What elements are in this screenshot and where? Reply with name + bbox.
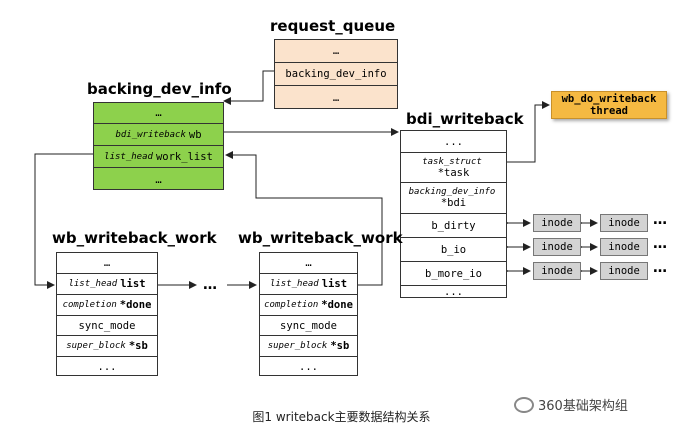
- work1-struct: … list_head list completion *done sync_m…: [56, 252, 158, 376]
- work1-row-bottom: ...: [97, 361, 117, 373]
- watermark-text: 360基础架构组: [538, 399, 628, 414]
- request-queue-struct: … backing_dev_info …: [274, 39, 398, 109]
- work2-to-work-list-arrow: [225, 151, 383, 286]
- bdi-row-wb: bdi_writeback wb: [94, 124, 223, 146]
- backing-dev-info-struct: … bdi_writeback wb list_head work_list …: [93, 102, 224, 190]
- bw-row-b-more-io: b_more_io: [401, 262, 506, 286]
- work1-row-sb: super_block *sb: [57, 336, 157, 357]
- work2-row-sync-mode: sync_mode: [260, 316, 357, 336]
- bdi-work-list-type: list_head: [104, 151, 153, 162]
- bdi-writeback-struct: ... task_struct *task backing_dev_info *…: [400, 130, 507, 298]
- bw-task-name: *task: [437, 166, 470, 179]
- backing-dev-info-title: backing_dev_info: [87, 80, 232, 98]
- bdi-work-list-name: work_list: [155, 150, 213, 163]
- rq-row-ellipsis-bottom: …: [332, 92, 340, 104]
- work2-row-bottom: ...: [299, 361, 318, 373]
- watermark: 360基础架构组: [514, 395, 628, 414]
- bw-row-b-io: b_io: [401, 238, 506, 262]
- work2-sb-type: super_block: [267, 341, 328, 351]
- work1-sb-name: *sb: [128, 340, 148, 352]
- wb-do-writeback-label: wb_do_writeback: [561, 93, 657, 105]
- work2-row-top: …: [260, 253, 357, 274]
- inode-more-io-2: inode: [600, 262, 648, 280]
- bw-bdi-name: *bdi: [440, 197, 467, 209]
- figure-caption: 图1 writeback主要数据结构关系: [252, 410, 431, 424]
- bw-row-top: ...: [401, 131, 506, 153]
- work2-struct: … list_head list completion *done sync_m…: [259, 252, 358, 376]
- work2-row-sb: super_block *sb: [260, 336, 357, 357]
- request-queue-title: request_queue: [270, 17, 396, 35]
- rq-row-ellipsis-top: …: [275, 40, 397, 63]
- bw-row-bdi: backing_dev_info *bdi: [401, 183, 506, 214]
- work2-sb-name: *sb: [330, 340, 350, 352]
- works-ellipsis: …: [203, 277, 218, 293]
- bw-row-bottom: ...: [444, 286, 463, 298]
- work2-list-type: list_head: [269, 279, 319, 289]
- bdi-row-bottom: …: [155, 173, 162, 186]
- inode-io-1: inode: [533, 238, 581, 256]
- bw-row-task: task_struct *task: [401, 153, 506, 183]
- rq-to-bdi-arrow: [223, 70, 274, 105]
- inode-dirty-ellipsis: …: [653, 212, 668, 228]
- rq-row-backing-dev-info: backing_dev_info: [275, 63, 397, 86]
- bdi-wb-type: bdi_writeback: [115, 129, 186, 140]
- wechat-icon: [514, 396, 534, 413]
- inode-io-2: inode: [600, 238, 648, 256]
- work2-list-name: list: [321, 278, 348, 290]
- work2-done-name: *done: [321, 299, 353, 311]
- work1-row-sync-mode: sync_mode: [57, 316, 157, 336]
- work2-title: wb_writeback_work: [238, 229, 403, 247]
- bw-task-type: task_struct: [422, 156, 482, 167]
- inode-dirty-1: inode: [533, 214, 581, 232]
- bdi-row-work-list: list_head work_list: [94, 146, 223, 168]
- bdi-writeback-title: bdi_writeback: [406, 110, 524, 128]
- work2-row-done: completion *done: [260, 295, 357, 316]
- wb-do-writeback-thread: wb_do_writeback thread: [551, 91, 667, 119]
- work1-title: wb_writeback_work: [52, 229, 217, 247]
- work1-done-type: completion: [62, 300, 117, 310]
- work1-list-type: list_head: [68, 279, 118, 289]
- work1-list-name: list: [120, 278, 146, 290]
- inode-io-ellipsis: …: [653, 236, 668, 252]
- work2-row-list: list_head list: [260, 274, 357, 295]
- inode-more-io-ellipsis: …: [653, 260, 668, 276]
- task-to-thread-arrow: [507, 101, 550, 163]
- work1-row-top: …: [57, 253, 157, 274]
- work1-sb-type: super_block: [66, 341, 126, 351]
- bdi-row-top: …: [94, 103, 223, 124]
- bdi-wb-name: wb: [188, 128, 202, 141]
- work1-done-name: *done: [119, 299, 152, 311]
- work2-done-type: completion: [264, 300, 319, 310]
- bw-row-b-dirty: b_dirty: [401, 214, 506, 238]
- inode-dirty-2: inode: [600, 214, 648, 232]
- thread-label: thread: [590, 105, 628, 117]
- inode-more-io-1: inode: [533, 262, 581, 280]
- work1-row-done: completion *done: [57, 295, 157, 316]
- work-list-to-work1-arrow: [34, 153, 93, 289]
- work1-row-list: list_head list: [57, 274, 157, 295]
- bw-bdi-type: backing_dev_info: [408, 187, 496, 197]
